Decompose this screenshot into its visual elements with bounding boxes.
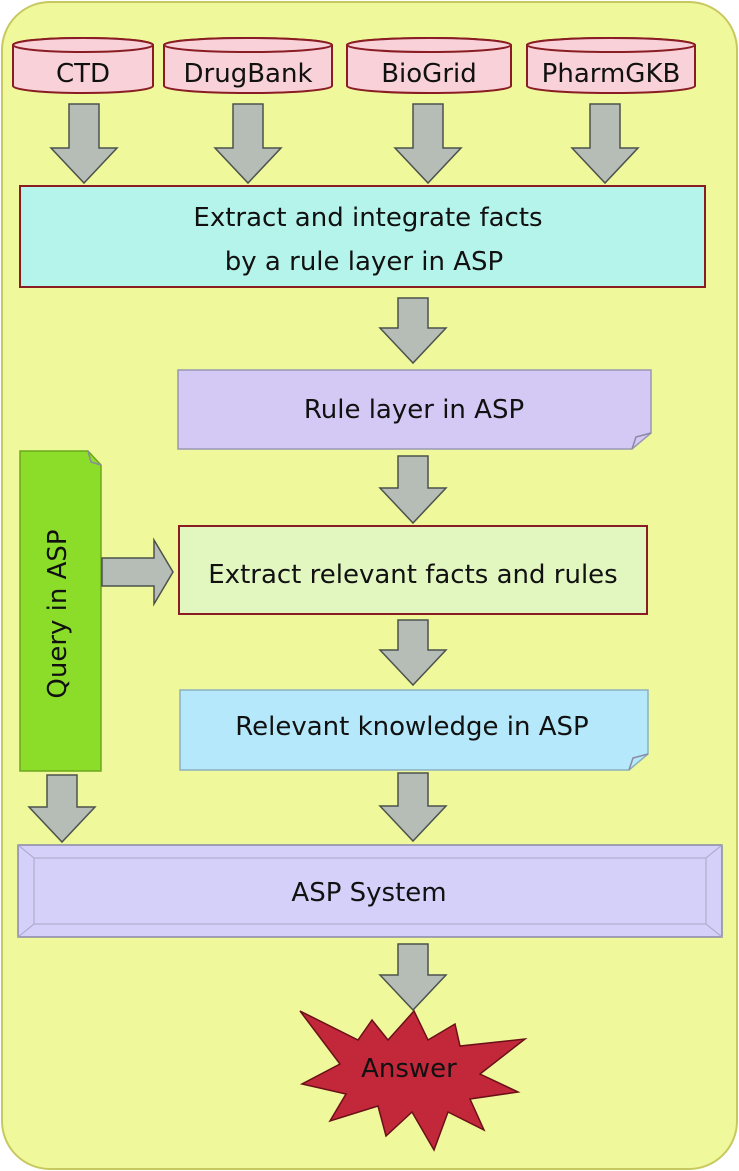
answer-burst: Answer <box>299 1009 528 1152</box>
down-arrow-icon <box>378 619 448 687</box>
asp-system-box: ASP System <box>17 844 723 938</box>
down-arrow-icon <box>213 103 283 185</box>
down-arrow-icon <box>378 943 448 1012</box>
query-label: Query in ASP <box>43 529 73 698</box>
extract-relevant-label: Extract relevant facts and rules <box>208 560 617 590</box>
relevant-knowledge-label: Relevant knowledge in ASP <box>235 712 589 742</box>
extract-integrate-line1: Extract and integrate facts <box>193 203 542 233</box>
database-ctd-label: CTD <box>56 59 110 89</box>
down-arrow-icon <box>27 774 97 844</box>
down-arrow-icon <box>393 103 463 185</box>
database-biogrid: BioGrid <box>346 37 512 94</box>
asp-system-label: ASP System <box>291 878 446 908</box>
database-pharmgkb-label: PharmGKB <box>542 59 681 89</box>
rule-layer-label: Rule layer in ASP <box>304 395 524 425</box>
answer-label: Answer <box>361 1054 457 1084</box>
database-drugbank-label: DrugBank <box>184 59 313 89</box>
down-arrow-icon <box>378 297 448 365</box>
extract-relevant-box: Extract relevant facts and rules <box>178 525 648 615</box>
database-pharmgkb: PharmGKB <box>526 37 696 94</box>
database-ctd: CTD <box>12 37 154 94</box>
down-arrow-icon <box>378 772 448 843</box>
database-biogrid-label: BioGrid <box>381 59 477 89</box>
down-arrow-icon <box>570 103 640 185</box>
database-drugbank: DrugBank <box>163 37 333 94</box>
down-arrow-icon <box>49 103 119 185</box>
relevant-knowledge-box: Relevant knowledge in ASP <box>179 689 649 771</box>
rule-layer-box: Rule layer in ASP <box>177 369 652 450</box>
extract-integrate-line2: by a rule layer in ASP <box>225 247 503 277</box>
query-box: Query in ASP <box>19 450 102 772</box>
down-arrow-icon <box>378 455 448 525</box>
right-arrow-icon <box>101 537 174 607</box>
extract-integrate-box: Extract and integrate facts by a rule la… <box>19 185 706 288</box>
